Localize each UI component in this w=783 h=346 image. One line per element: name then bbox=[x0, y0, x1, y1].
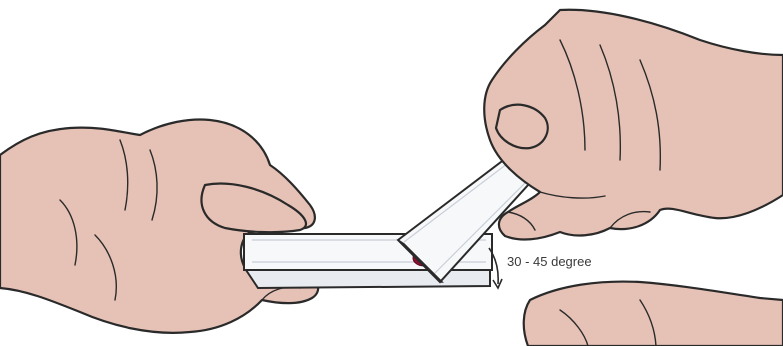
angle-label: 30 - 45 degree bbox=[507, 254, 592, 269]
left-hand bbox=[0, 120, 318, 333]
lower-right-hand bbox=[524, 282, 783, 346]
right-hand bbox=[484, 10, 783, 240]
